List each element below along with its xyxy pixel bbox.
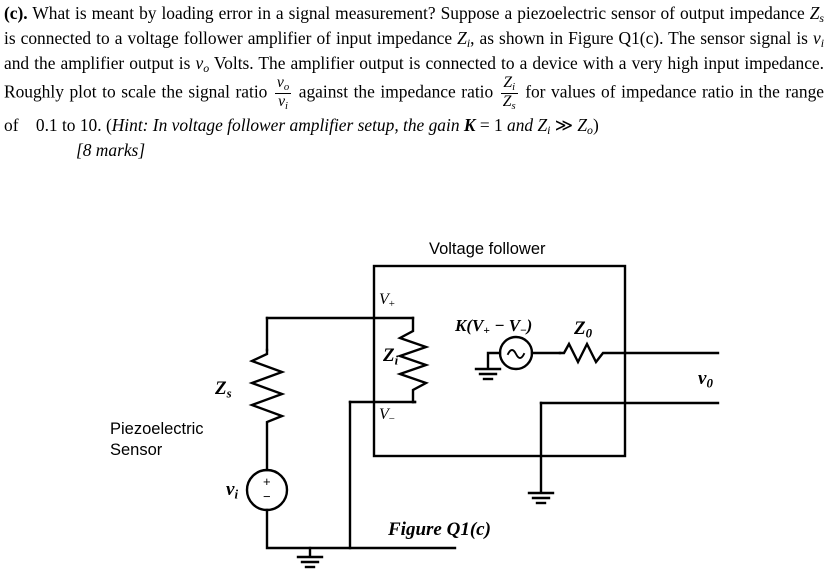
voltage-follower-title: Voltage follower bbox=[429, 240, 546, 258]
hint-variable-Zo: Zo bbox=[577, 115, 593, 138]
variable-Zi: Zi bbox=[457, 27, 471, 51]
wire-source-bottom bbox=[265, 508, 457, 550]
fraction-numerator: Zi bbox=[503, 74, 516, 93]
variable-vi: vi bbox=[812, 27, 824, 51]
range-value: 0.1 to 10. bbox=[35, 115, 102, 136]
hint-much-greater: ≫ bbox=[550, 115, 578, 136]
hint-equals-one: = 1 bbox=[475, 115, 508, 136]
question-text-f: against the impedance ratio bbox=[293, 81, 499, 102]
hint-variable-Zi: Zi bbox=[537, 115, 551, 138]
fraction-denominator: Zs bbox=[500, 93, 518, 113]
question-text-block: (c). What is meant by loading error in a… bbox=[4, 2, 824, 163]
label-Zi: Zi bbox=[383, 345, 399, 368]
resistor-Z0 bbox=[558, 341, 627, 365]
sensor-label-line1: Piezoelectric bbox=[110, 420, 204, 438]
question-text-b: is connected to a voltage follower ampli… bbox=[4, 27, 458, 48]
sine-wave-glyph bbox=[506, 349, 526, 359]
label-v0: v0 bbox=[698, 368, 713, 391]
question-label: (c). bbox=[4, 3, 28, 23]
voltage-follower-box bbox=[372, 264, 627, 458]
question-text-a: What is meant by loading error in a sign… bbox=[27, 3, 810, 23]
question-paragraph: (c). What is meant by loading error in a… bbox=[4, 2, 824, 139]
hint-open-paren: ( bbox=[105, 115, 112, 136]
hint-text: Hint: In voltage follower amplifier setu… bbox=[111, 115, 464, 136]
dependent-source-circle bbox=[498, 335, 534, 371]
label-Z0: Z0 bbox=[574, 318, 593, 341]
label-V-minus: V− bbox=[379, 406, 395, 425]
wire-source-ground bbox=[486, 351, 502, 370]
label-V-plus: V+ bbox=[379, 291, 395, 310]
source-minus-sign: − bbox=[263, 489, 271, 504]
hint-close-paren: ) bbox=[592, 115, 599, 136]
question-text-d: and the amplifier output is bbox=[4, 52, 196, 73]
hint-and: and bbox=[507, 115, 538, 136]
fraction-numerator: vo bbox=[276, 74, 290, 93]
figure-caption: Figure Q1(c) bbox=[388, 519, 491, 540]
question-text-g: for values of impedance ratio in the ran… bbox=[4, 81, 824, 136]
question-text-e: Volts. The amplifier output is connected… bbox=[4, 52, 824, 102]
fraction-denominator: vi bbox=[274, 93, 292, 112]
variable-vo: vo bbox=[195, 52, 210, 75]
resistor-Zi bbox=[396, 316, 430, 404]
source-plus-sign: + bbox=[263, 474, 271, 489]
label-dependent-source: K(V+ − V−) bbox=[455, 316, 533, 337]
voltage-source-vi bbox=[245, 468, 289, 512]
variable-Zs: Zs bbox=[809, 3, 824, 26]
sensor-label-line2: Sensor bbox=[110, 441, 163, 459]
label-Zs: Zs bbox=[215, 378, 232, 401]
question-text-c: , as shown in Figure Q1(c). The sensor s… bbox=[470, 27, 813, 48]
marks-allocation: [8 marks] bbox=[76, 140, 146, 161]
hint-gain-K: K bbox=[463, 115, 476, 136]
label-vi: vi bbox=[226, 479, 239, 502]
resistor-Zs bbox=[248, 348, 286, 472]
